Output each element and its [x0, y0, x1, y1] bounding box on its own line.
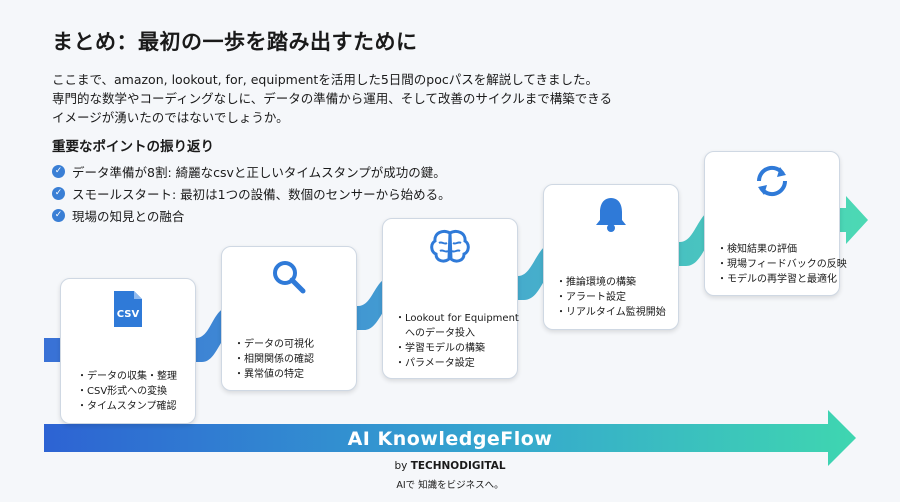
bullet-item: ・異常値の特定: [234, 369, 304, 380]
day-4-bullets: ・推論環境の構築 ・アラート設定 ・リアルタイム監視開始: [556, 275, 666, 320]
bullet-item: ・相関関係の確認: [234, 354, 314, 365]
day-4-card: ・推論環境の構築 ・アラート設定 ・リアルタイム監視開始: [543, 184, 679, 330]
brand-name: TECHNODIGITAL: [410, 460, 506, 472]
check-icon: ✓: [52, 164, 65, 178]
day-2-bullets: ・データの可視化 ・相関関係の確認 ・異常値の特定: [234, 337, 314, 382]
page-title: まとめ：最初の一歩を踏み出すために: [52, 30, 418, 54]
point-item: ✓ データ準備が8割: 綺麗なcsvと正しいタイムスタンプが成功の鍵。: [52, 160, 451, 182]
intro-line: イメージが湧いたのではないでしょうか。: [52, 110, 289, 125]
point-item: ✓ 現場の知見との融合: [52, 204, 451, 226]
day-1-label: Day 1: データ準備: [75, 347, 183, 361]
bullet-item: ・CSV形式への変換: [77, 386, 168, 397]
bullet-item: ・Lookout for Equipment: [395, 313, 519, 324]
csv-file-icon: CSV: [114, 291, 142, 327]
points-list: ✓ データ準備が8割: 綺麗なcsvと正しいタイムスタンプが成功の鍵。 ✓ スモール…: [52, 160, 451, 226]
bullet-item: ・リアルタイム監視開始: [556, 307, 666, 318]
day-3-bullets: ・Lookout for Equipment へのデータ投入 ・学習モデルの構築…: [395, 311, 519, 371]
point-item: ✓ スモールスタート: 最初は1つの設備、数個のセンサーから始める。: [52, 182, 451, 204]
points-heading: 重要なポイントの振り返り: [52, 139, 214, 155]
bell-icon: [596, 198, 626, 232]
point-text: 現場の知見との融合: [72, 208, 185, 224]
bullet-item: ・パラメータ設定: [395, 358, 475, 369]
day-2-label: Day 2: 分析・評価: [236, 315, 344, 329]
bullet-item: ・タイムスタンプ確認: [77, 401, 177, 412]
point-text: スモールスタート: 最初は1つの設備、数個のセンサーから始める。: [72, 186, 451, 202]
day-5-card: ・検知結果の評価 ・現場フィードバックの反映 ・モデルの再学習と最適化: [704, 151, 847, 296]
day-1-bullets: ・データの収集・整理 ・CSV形式への変換 ・タイムスタンプ確認: [77, 369, 177, 414]
bullet-item: ・データの収集・整理: [77, 371, 177, 382]
bullet-item: ・推論環境の構築: [556, 277, 636, 288]
bullet-item: ・現場フィードバックの反映: [717, 259, 847, 270]
day-4-label: Day 4: 自動監視: [565, 251, 661, 265]
day-1-card: CSV ・データの収集・整理 ・CSV形式への変換 ・タイムスタンプ確認: [60, 278, 196, 424]
tagline: AIで 知識をビジネスへ。: [396, 480, 504, 491]
magnifier-icon: [273, 261, 306, 294]
point-text: データ準備が8割: 綺麗なcsvと正しいタイムスタンプが成功の鍵。: [72, 164, 446, 180]
bullet-item: へのデータ投入: [395, 328, 475, 339]
intro-line: 専門的な数学やコーディングなしに、データの準備から運用、そして改善のサイクルまで…: [52, 91, 613, 106]
day-5-label: Day 5: 精度改善: [724, 218, 820, 232]
flow-arrow: [44, 410, 856, 466]
check-icon: ✓: [52, 208, 65, 222]
brain-icon: [430, 229, 470, 263]
byline: by TECHNODIGITAL: [0, 460, 900, 472]
by-prefix: by: [394, 460, 408, 472]
day-2-card: ・データの可視化 ・相関関係の確認 ・異常値の特定: [221, 246, 357, 391]
check-icon: ✓: [52, 186, 65, 200]
refresh-cycle-icon: [756, 165, 788, 197]
bullet-item: ・学習モデルの構築: [395, 343, 485, 354]
bullet-item: ・検知結果の評価: [717, 244, 797, 255]
day-3-label: Day 3: モデル学習: [397, 285, 505, 299]
csv-icon-text: CSV: [117, 309, 140, 320]
bullet-item: ・アラート設定: [556, 292, 626, 303]
bullet-item: ・データの可視化: [234, 339, 314, 350]
intro-line: ここまで、amazon, lookout, for, equipmentを活用し…: [52, 72, 598, 87]
intro-text: ここまで、amazon, lookout, for, equipmentを活用し…: [52, 70, 672, 127]
day-5-bullets: ・検知結果の評価 ・現場フィードバックの反映 ・モデルの再学習と最適化: [717, 242, 847, 287]
flow-banner-label: AI KnowledgeFlow: [347, 428, 553, 450]
bullet-item: ・モデルの再学習と最適化: [717, 274, 837, 285]
day-3-card: ・Lookout for Equipment へのデータ投入 ・学習モデルの構築…: [382, 218, 519, 379]
